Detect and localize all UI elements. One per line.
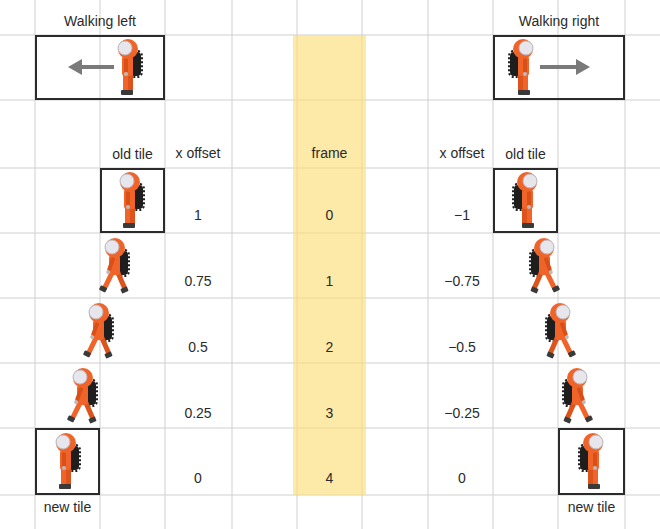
- direction-arrow: [540, 65, 578, 69]
- offset-value: 0: [194, 470, 202, 487]
- offset-value: 0.75: [184, 273, 211, 290]
- direction-arrow: [80, 65, 114, 69]
- column-heading: x offset: [176, 145, 221, 162]
- tile-box: old tile: [100, 168, 165, 233]
- offset-value: 0: [458, 470, 466, 487]
- astronaut: [563, 368, 593, 424]
- grid-line: [232, 0, 233, 529]
- direction-box: Walking right: [493, 35, 625, 100]
- tile-caption: Walking left: [64, 13, 136, 30]
- astronaut: [546, 303, 576, 359]
- tile-caption: old tile: [112, 146, 152, 163]
- offset-value: 1: [194, 207, 202, 224]
- direction-box: Walking left: [35, 35, 165, 100]
- grid-line: [428, 0, 429, 529]
- frame-number: 2: [293, 339, 366, 356]
- tile-caption: Walking right: [519, 13, 599, 30]
- offset-value: −0.25: [444, 405, 479, 422]
- frame-band: frame 0 1 2 3 4: [293, 35, 366, 495]
- offset-value: −1: [454, 207, 470, 224]
- frame-number: 4: [293, 470, 366, 487]
- astronaut: [579, 433, 603, 489]
- tile-box: old tile: [493, 168, 558, 233]
- arrow-head: [68, 59, 82, 75]
- offset-value: 0.25: [184, 405, 211, 422]
- frame-number: 3: [293, 405, 366, 422]
- astronaut: [118, 39, 142, 95]
- tile-box: new tile: [558, 428, 625, 495]
- column-heading: x offset: [440, 145, 485, 162]
- astronaut: [120, 172, 144, 228]
- tile-caption: old tile: [505, 146, 545, 163]
- offset-value: −0.75: [444, 273, 479, 290]
- astronaut: [83, 303, 113, 359]
- tile-box: new tile: [35, 428, 100, 495]
- astronaut: [67, 368, 97, 424]
- astronaut: [99, 238, 129, 294]
- astronaut: [56, 433, 80, 489]
- astronaut: [513, 172, 537, 228]
- frame-number: 1: [293, 273, 366, 290]
- offset-value: 0.5: [188, 339, 207, 356]
- tile-caption: new tile: [568, 499, 615, 516]
- column-heading: frame: [293, 145, 366, 162]
- offset-value: −0.5: [448, 339, 476, 356]
- frame-number: 0: [293, 207, 366, 224]
- astronaut: [509, 39, 533, 95]
- tile-caption: new tile: [44, 499, 91, 516]
- arrow-head: [576, 59, 590, 75]
- astronaut: [530, 238, 560, 294]
